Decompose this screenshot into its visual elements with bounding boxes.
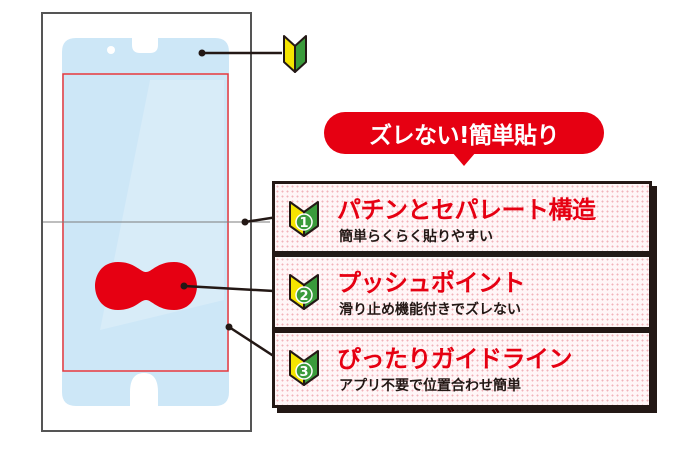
- feature-title: ぴったりガイドライン: [337, 345, 573, 373]
- badge-title: ズレない!簡単貼り: [369, 123, 560, 149]
- numbered-beginner-mark-icon: 1: [289, 201, 319, 237]
- badge-shape: [324, 112, 604, 166]
- leader-dot: [180, 282, 188, 290]
- feature-card: 2 プッシュポイント 滑り止め機能付きでズレない: [272, 254, 652, 330]
- camera-hole: [107, 46, 115, 54]
- feature-card: 1 パチンとセパレート構造 簡単らくらく貼りやすい: [272, 181, 652, 254]
- numbered-beginner-mark-icon: 2: [289, 274, 319, 310]
- feature-card: 3 ぴったりガイドライン アプリ不要で位置合わせ簡単: [272, 330, 652, 408]
- feature-number: 2: [299, 289, 308, 304]
- feature-subtitle: 滑り止め機能付きでズレない: [339, 302, 521, 318]
- beginner-mark-icon: [283, 35, 307, 73]
- push-point: [95, 262, 197, 310]
- leader-dot: [225, 323, 233, 331]
- numbered-beginner-mark-icon: 3: [289, 350, 319, 386]
- feature-subtitle: アプリ不要で位置合わせ簡単: [339, 378, 521, 394]
- leader-dot: [241, 218, 249, 226]
- feature-subtitle: 簡単らくらく貼りやすい: [339, 229, 493, 245]
- feature-number: 3: [299, 365, 308, 380]
- feature-title: パチンとセパレート構造: [337, 196, 596, 224]
- feature-title: プッシュポイント: [337, 269, 526, 297]
- feature-number: 1: [299, 216, 308, 231]
- leader-dot: [198, 49, 206, 57]
